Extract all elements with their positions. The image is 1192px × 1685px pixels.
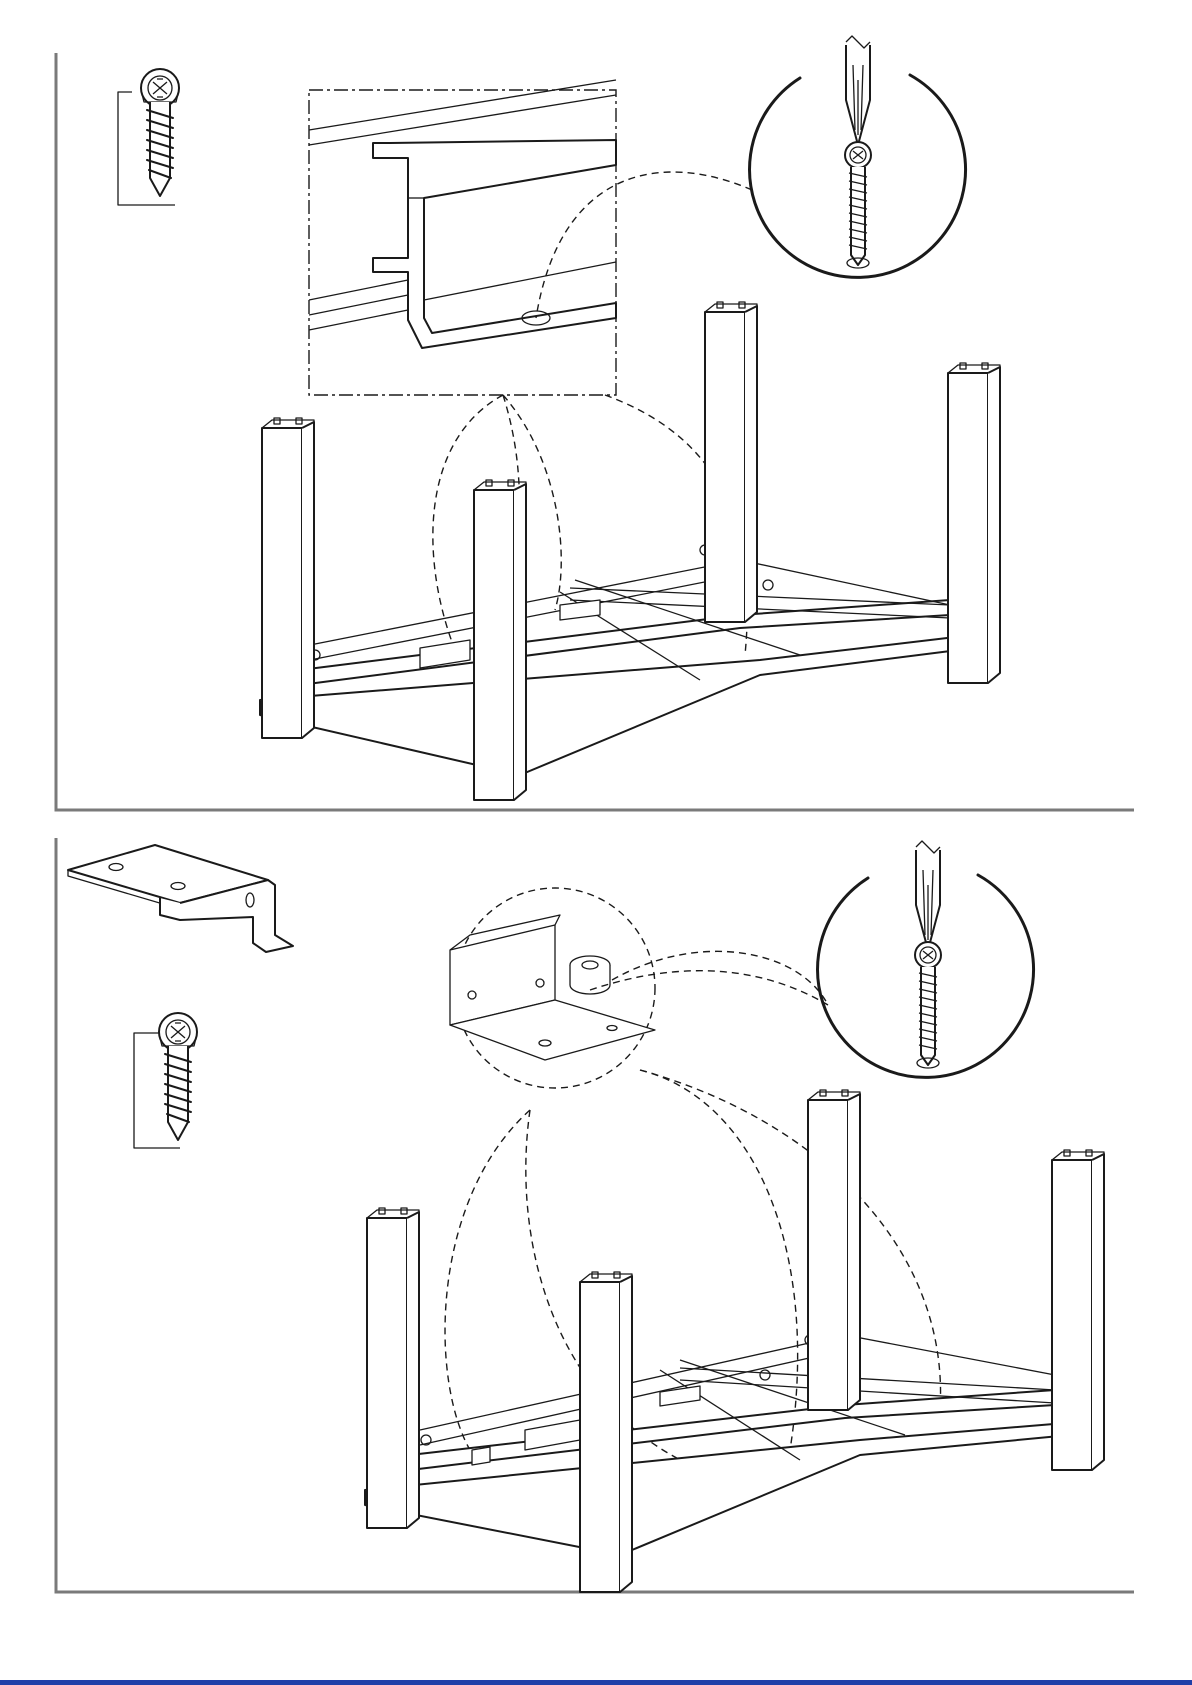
table-assembly-upper [260, 302, 1000, 800]
screwdriver-icon [916, 841, 940, 950]
step-lower [56, 838, 1134, 1592]
screw-icon [134, 1013, 197, 1148]
rail-channel-detail [309, 80, 616, 395]
screw-icon [915, 942, 941, 1068]
footer-bar [0, 1680, 1192, 1685]
step-upper [56, 36, 1134, 810]
screwdriver-screw-detail [750, 36, 966, 277]
screw-icon [845, 142, 871, 268]
table-assembly-lower [365, 1090, 1104, 1592]
screw-icon [118, 69, 179, 205]
bracket-icon [68, 845, 293, 952]
bracket-corner-detail [450, 888, 655, 1088]
screwdriver-screw-detail [818, 841, 1034, 1077]
screwdriver-icon [846, 36, 870, 145]
